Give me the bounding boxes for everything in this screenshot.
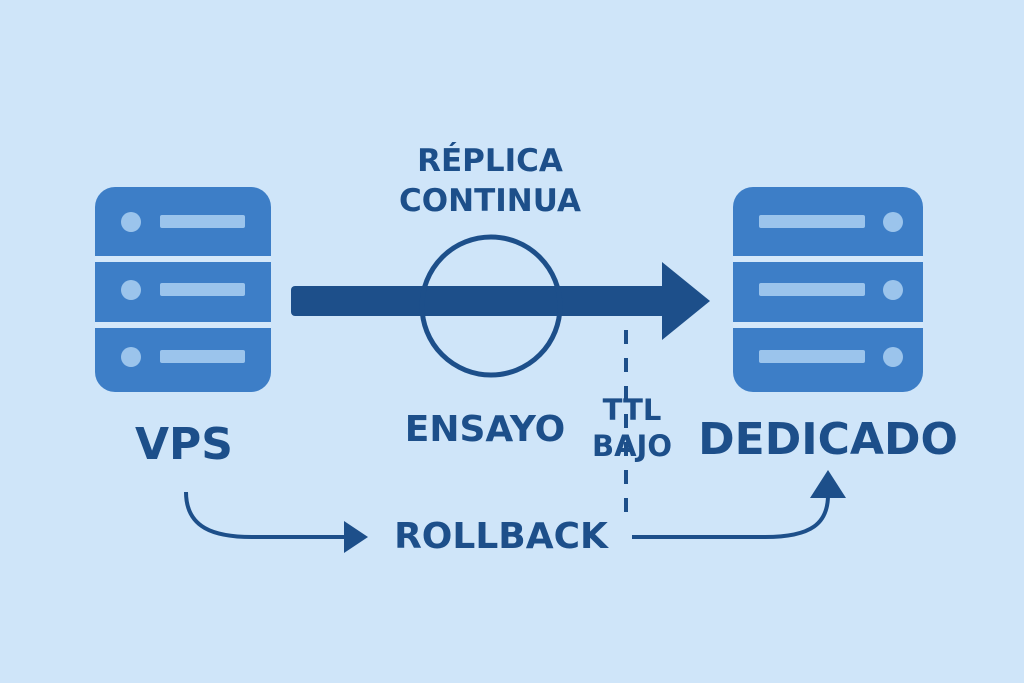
replication-arrow bbox=[291, 262, 710, 340]
vps-server-icon bbox=[95, 187, 271, 392]
dedicated-server-icon bbox=[733, 187, 923, 392]
vps-label: VPS bbox=[135, 419, 233, 470]
rollback-left-arrow bbox=[184, 491, 350, 539]
ttl-label-line2: BAJO bbox=[592, 429, 672, 463]
rollback-label: ROLLBACK bbox=[394, 516, 609, 557]
rollback-right-arrow bbox=[632, 494, 830, 539]
rollback-right-arrowhead bbox=[810, 470, 846, 498]
rehearsal-circle bbox=[419, 234, 563, 378]
replication-label-line2: CONTINUA bbox=[399, 183, 581, 219]
ttl-label-line1: TTL bbox=[603, 393, 662, 427]
dedicated-label: DEDICADO bbox=[698, 414, 958, 465]
replication-label-line1: RÉPLICA bbox=[417, 143, 563, 179]
rehearsal-label: ENSAYO bbox=[405, 409, 565, 450]
rollback-left-arrowhead bbox=[344, 521, 368, 553]
